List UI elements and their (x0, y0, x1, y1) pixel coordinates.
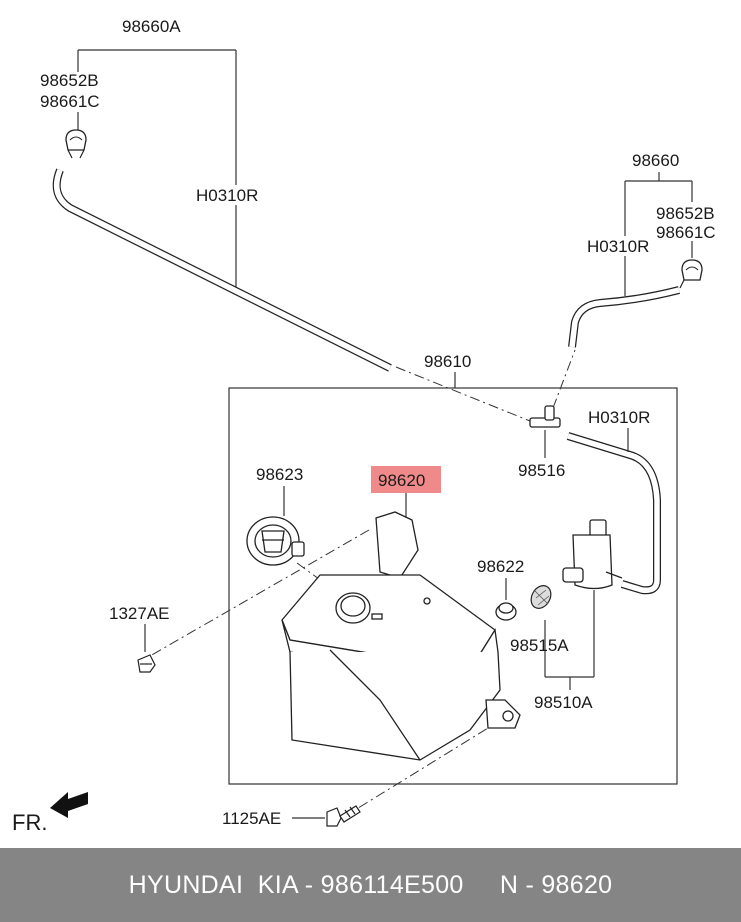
label-98510a: 98510A (534, 693, 593, 712)
left-nozzle-icon (65, 129, 87, 159)
label-98515a: 98515A (510, 636, 569, 655)
label-98652b-left: 98652B (40, 71, 99, 90)
label-98661c-right: 98661C (656, 223, 716, 242)
label-98661c-left: 98661C (40, 92, 100, 111)
label-1125ae: 1125AE (222, 809, 281, 828)
parts-diagram: 98660A 98652B 98661C H0310R 98660 98652B… (12, 17, 716, 835)
label-98623: 98623 (256, 465, 303, 484)
bolt-icon (326, 805, 361, 827)
label-h0310r-left: H0310R (196, 186, 258, 205)
leader-98510a (544, 590, 595, 690)
label-1327ae: 1327AE (109, 604, 170, 623)
front-arrow-icon (50, 792, 88, 818)
part-number-footer: HYUNDAI KIA - 986114E500 N - 98620 (0, 848, 741, 922)
left-hose (52, 168, 392, 372)
grommet-icon (495, 602, 517, 621)
label-98622: 98622 (477, 557, 524, 576)
right-leader-lines (624, 172, 693, 296)
pump-motor-icon (562, 519, 623, 590)
label-h0310r-box: H0310R (588, 408, 650, 427)
filter-mesh-icon (530, 585, 552, 609)
right-nozzle-icon (679, 259, 703, 289)
label-98610: 98610 (424, 352, 471, 371)
label-98660: 98660 (632, 151, 679, 170)
filler-cap-icon (246, 516, 305, 566)
t-connector-icon (529, 405, 561, 428)
label-h0310r-right: H0310R (587, 237, 649, 256)
assembly-frame (228, 387, 678, 785)
clip-nut-icon (137, 654, 156, 673)
footer-text: HYUNDAI KIA - 986114E500 N - 98620 (128, 870, 613, 899)
pump-hose (566, 432, 661, 595)
right-hose (568, 286, 680, 348)
label-98620: 98620 (378, 471, 425, 490)
label-front: FR. (12, 810, 47, 835)
highlight-98620 (371, 466, 441, 493)
label-98516: 98516 (518, 461, 565, 480)
label-98660a: 98660A (122, 17, 181, 36)
label-98652b-right: 98652B (656, 204, 715, 223)
left-leader-lines (77, 49, 237, 290)
reservoir-tank-icon (281, 511, 521, 761)
